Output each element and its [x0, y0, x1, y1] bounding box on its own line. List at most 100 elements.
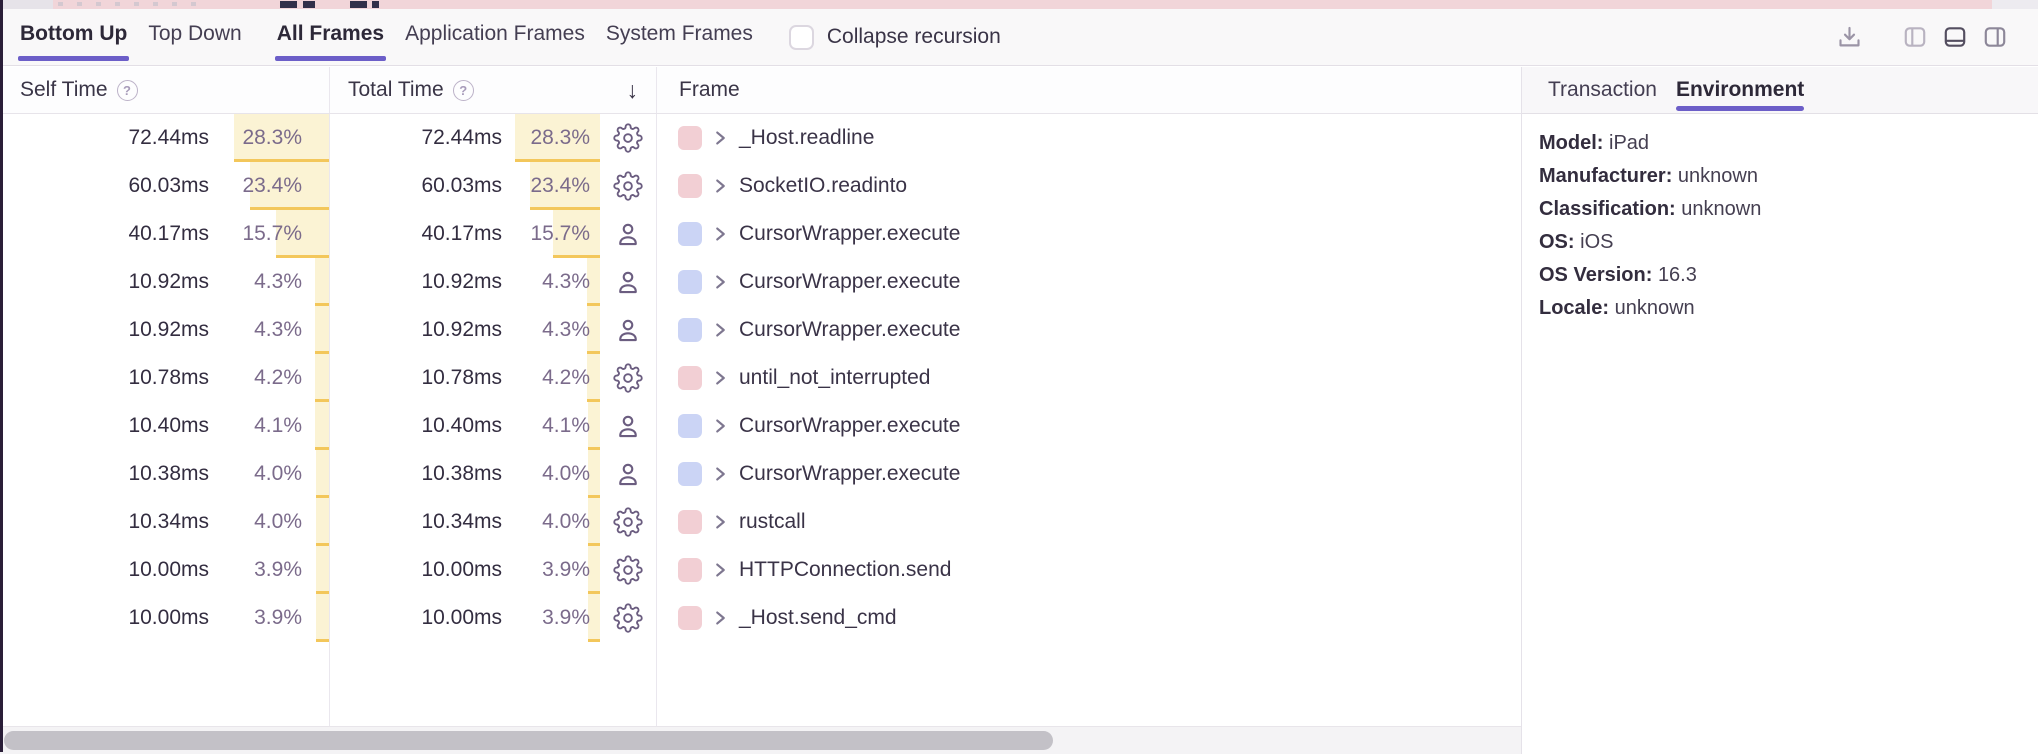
download-icon[interactable] — [1836, 24, 1863, 51]
application-frame-user-icon — [613, 219, 643, 249]
panel-right-layout-icon[interactable] — [1982, 24, 2008, 50]
tab-application-frames[interactable]: Application Frames — [405, 9, 585, 65]
tab-system-frames[interactable]: System Frames — [606, 9, 753, 65]
environment-field: Locale: unknown — [1539, 292, 2018, 325]
details-tab-transaction[interactable]: Transaction — [1548, 67, 1657, 113]
expand-chevron-icon[interactable] — [714, 465, 727, 483]
tab-bottom-up[interactable]: Bottom Up — [20, 9, 127, 65]
self-time-value: 72.44ms — [128, 126, 209, 150]
total-time-percent: 28.3% — [502, 126, 600, 150]
frame-color-swatch — [678, 366, 702, 390]
table-row[interactable]: 10.00ms 3.9% 10.00ms 3.9% — [0, 594, 1521, 642]
total-time-value: 10.00ms — [421, 606, 502, 630]
panel-bottom-layout-icon[interactable] — [1942, 24, 1968, 50]
table-row[interactable]: 10.92ms 4.3% 10.92ms 4.3% — [0, 258, 1521, 306]
main-area: Self Time Total Time ↓ Frame 72.44ms 28.… — [0, 67, 2038, 754]
expand-chevron-icon[interactable] — [714, 369, 727, 387]
frame-label: Frame — [679, 78, 740, 102]
minimap-tick — [134, 2, 139, 6]
table-row[interactable]: 72.44ms 28.3% 72.44ms 28.3% — [0, 114, 1521, 162]
expand-chevron-icon[interactable] — [714, 177, 727, 195]
self-time-percent: 28.3% — [209, 126, 329, 150]
sort-descending-icon[interactable]: ↓ — [627, 77, 639, 104]
expand-chevron-icon[interactable] — [714, 561, 727, 579]
column-header-total-time[interactable]: Total Time ↓ — [330, 67, 657, 113]
expand-chevron-icon[interactable] — [714, 417, 727, 435]
frame-name: SocketIO.readinto — [739, 174, 907, 198]
horizontal-scrollbar-thumb[interactable] — [4, 731, 1053, 750]
self-time-cell: 10.92ms 4.3% — [0, 306, 330, 354]
panel-left-layout-icon[interactable] — [1902, 24, 1928, 50]
collapse-recursion-label: Collapse recursion — [827, 25, 1001, 49]
left-edge-divider — [0, 0, 3, 752]
table-row[interactable]: 10.40ms 4.1% 10.40ms 4.1% — [0, 402, 1521, 450]
minimap-viewport-block — [3, 0, 53, 9]
frame-color-swatch — [678, 462, 702, 486]
minimap-tick — [58, 2, 63, 6]
field-value: unknown — [1681, 198, 1761, 220]
self-time-cell: 60.03ms 23.4% — [0, 162, 330, 210]
details-panel: TransactionEnvironment Model: iPadManufa… — [1522, 67, 2038, 754]
table-row[interactable]: 10.34ms 4.0% 10.34ms 4.0% — [0, 498, 1521, 546]
frame-name: CursorWrapper.execute — [739, 270, 960, 294]
system-frame-gear-icon — [613, 171, 643, 201]
system-frame-gear-icon — [613, 507, 643, 537]
table-empty-space — [0, 642, 1521, 726]
expand-chevron-icon[interactable] — [714, 321, 727, 339]
self-time-label: Self Time — [20, 78, 108, 102]
field-label: OS Version: — [1539, 264, 1652, 286]
column-header-self-time[interactable]: Self Time — [0, 67, 330, 113]
table-row[interactable]: 10.00ms 3.9% 10.00ms 3.9% — [0, 546, 1521, 594]
tab-top-down[interactable]: Top Down — [148, 9, 241, 65]
self-time-percent: 4.1% — [209, 414, 329, 438]
table-row[interactable]: 10.78ms 4.2% 10.78ms 4.2% — [0, 354, 1521, 402]
expand-chevron-icon[interactable] — [714, 513, 727, 531]
table-row[interactable]: 60.03ms 23.4% 60.03ms 23.4% — [0, 162, 1521, 210]
expand-chevron-icon[interactable] — [714, 273, 727, 291]
minimap-tick — [96, 2, 101, 6]
total-time-value: 10.92ms — [421, 270, 502, 294]
table-row[interactable]: 10.92ms 4.3% 10.92ms 4.3% — [0, 306, 1521, 354]
flamegraph-minimap[interactable] — [0, 0, 2038, 9]
table-row[interactable]: 40.17ms 15.7% 40.17ms 15.7% — [0, 210, 1521, 258]
toolbar: Bottom Up Top Down All Frames Application F… — [0, 9, 2038, 66]
self-time-percent: 15.7% — [209, 222, 329, 246]
total-time-cell: 10.34ms 4.0% — [330, 498, 657, 546]
frame-color-swatch — [678, 270, 702, 294]
column-header-frame[interactable]: Frame — [657, 67, 1521, 113]
system-frame-gear-icon — [613, 555, 643, 585]
tab-all-frames[interactable]: All Frames — [277, 9, 384, 65]
frame-color-swatch — [678, 174, 702, 198]
minimap-tick — [115, 2, 120, 6]
expand-chevron-icon[interactable] — [714, 129, 727, 147]
help-icon[interactable] — [117, 80, 138, 101]
frame-cell: SocketIO.readinto — [657, 162, 1521, 210]
horizontal-scrollbar[interactable] — [0, 726, 1521, 754]
frame-cell: HTTPConnection.send — [657, 546, 1521, 594]
help-icon[interactable] — [453, 80, 474, 101]
self-time-value: 10.40ms — [128, 414, 209, 438]
total-time-cell: 40.17ms 15.7% — [330, 210, 657, 258]
self-time-cell: 10.40ms 4.1% — [0, 402, 330, 450]
frame-name: _Host.readline — [739, 126, 874, 150]
minimap-tick — [191, 2, 196, 6]
details-tab-environment[interactable]: Environment — [1676, 67, 1804, 113]
self-time-percent: 4.3% — [209, 270, 329, 294]
self-time-cell: 10.00ms 3.9% — [0, 546, 330, 594]
total-time-cell: 10.40ms 4.1% — [330, 402, 657, 450]
total-time-value: 10.00ms — [421, 558, 502, 582]
field-label: OS: — [1539, 231, 1575, 253]
self-time-percent: 4.3% — [209, 318, 329, 342]
table-row[interactable]: 10.38ms 4.0% 10.38ms 4.0% — [0, 450, 1521, 498]
self-time-cell: 10.34ms 4.0% — [0, 498, 330, 546]
minimap-sample-mark — [280, 1, 297, 8]
frame-color-swatch — [678, 558, 702, 582]
expand-chevron-icon[interactable] — [714, 225, 727, 243]
collapse-recursion-control: Collapse recursion — [789, 25, 1001, 50]
expand-chevron-icon[interactable] — [714, 609, 727, 627]
total-time-cell: 10.00ms 3.9% — [330, 546, 657, 594]
collapse-recursion-checkbox[interactable] — [789, 25, 814, 50]
self-time-value: 10.92ms — [128, 318, 209, 342]
total-time-percent: 3.9% — [502, 606, 600, 630]
self-time-percent: 23.4% — [209, 174, 329, 198]
